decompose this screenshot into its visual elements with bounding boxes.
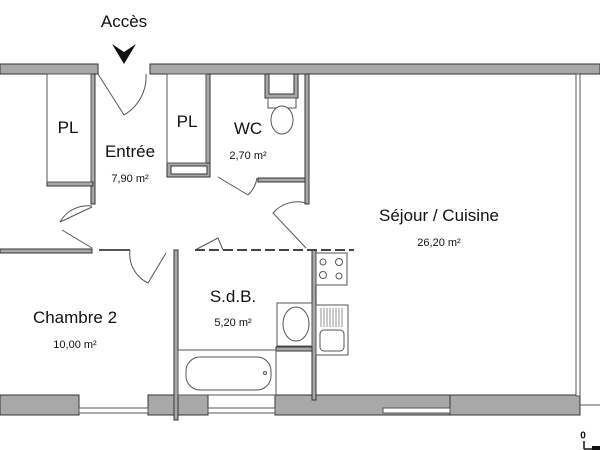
room-name-entree: Entrée xyxy=(104,142,156,161)
room-area-sdb: 5,20 m² xyxy=(214,317,252,329)
room-name-sejour: Séjour / Cuisine xyxy=(378,206,500,225)
window xyxy=(78,407,149,414)
entry-door xyxy=(97,73,147,116)
interior-wall xyxy=(205,73,211,178)
cooktop xyxy=(315,252,348,286)
access-label: Accès xyxy=(100,12,148,31)
scale-origin-label: 0 xyxy=(580,430,586,442)
room-name-pl-left: PL xyxy=(57,118,79,137)
interior-wall xyxy=(46,181,94,187)
closet-center xyxy=(166,73,207,164)
window xyxy=(575,73,581,397)
interior-wall xyxy=(0,248,93,254)
exterior-wall-top-left xyxy=(0,63,99,75)
room-name-chambre2: Chambre 2 xyxy=(32,308,118,327)
burner xyxy=(335,258,343,266)
bathtub xyxy=(185,356,272,391)
room-area-entree: 7,90 m² xyxy=(111,173,149,185)
room-name-wc: WC xyxy=(233,119,263,138)
toilet-bowl xyxy=(270,105,294,135)
wc-door xyxy=(217,176,258,196)
window xyxy=(382,407,451,414)
burner xyxy=(335,272,343,280)
room-area-wc: 2,70 m² xyxy=(229,150,267,162)
exterior-wall-bottom xyxy=(0,394,80,416)
room-area-chambre2: 10,00 m² xyxy=(53,339,97,351)
room-name-pl-center: PL xyxy=(176,112,198,131)
burner xyxy=(319,271,327,279)
burner xyxy=(319,258,327,266)
sdb-door xyxy=(194,237,224,251)
sejour-door xyxy=(272,201,307,249)
exterior-wall-bottom xyxy=(449,394,581,416)
interior-wall xyxy=(311,249,317,401)
window xyxy=(207,407,276,414)
closet-door xyxy=(59,205,93,223)
closet-left xyxy=(46,73,92,183)
chambre2-door xyxy=(129,249,167,284)
access-arrow-icon xyxy=(112,44,136,64)
chambre-door xyxy=(61,229,93,249)
room-area-sejour: 26,20 m² xyxy=(417,237,461,249)
room-name-sdb: S.d.B. xyxy=(209,287,257,306)
interior-wall xyxy=(304,73,310,205)
washbasin xyxy=(282,306,310,342)
interior-wall xyxy=(173,249,179,421)
interior-wall xyxy=(275,346,313,352)
interior-wall xyxy=(257,177,309,183)
exterior-wall-top-right xyxy=(149,63,600,75)
